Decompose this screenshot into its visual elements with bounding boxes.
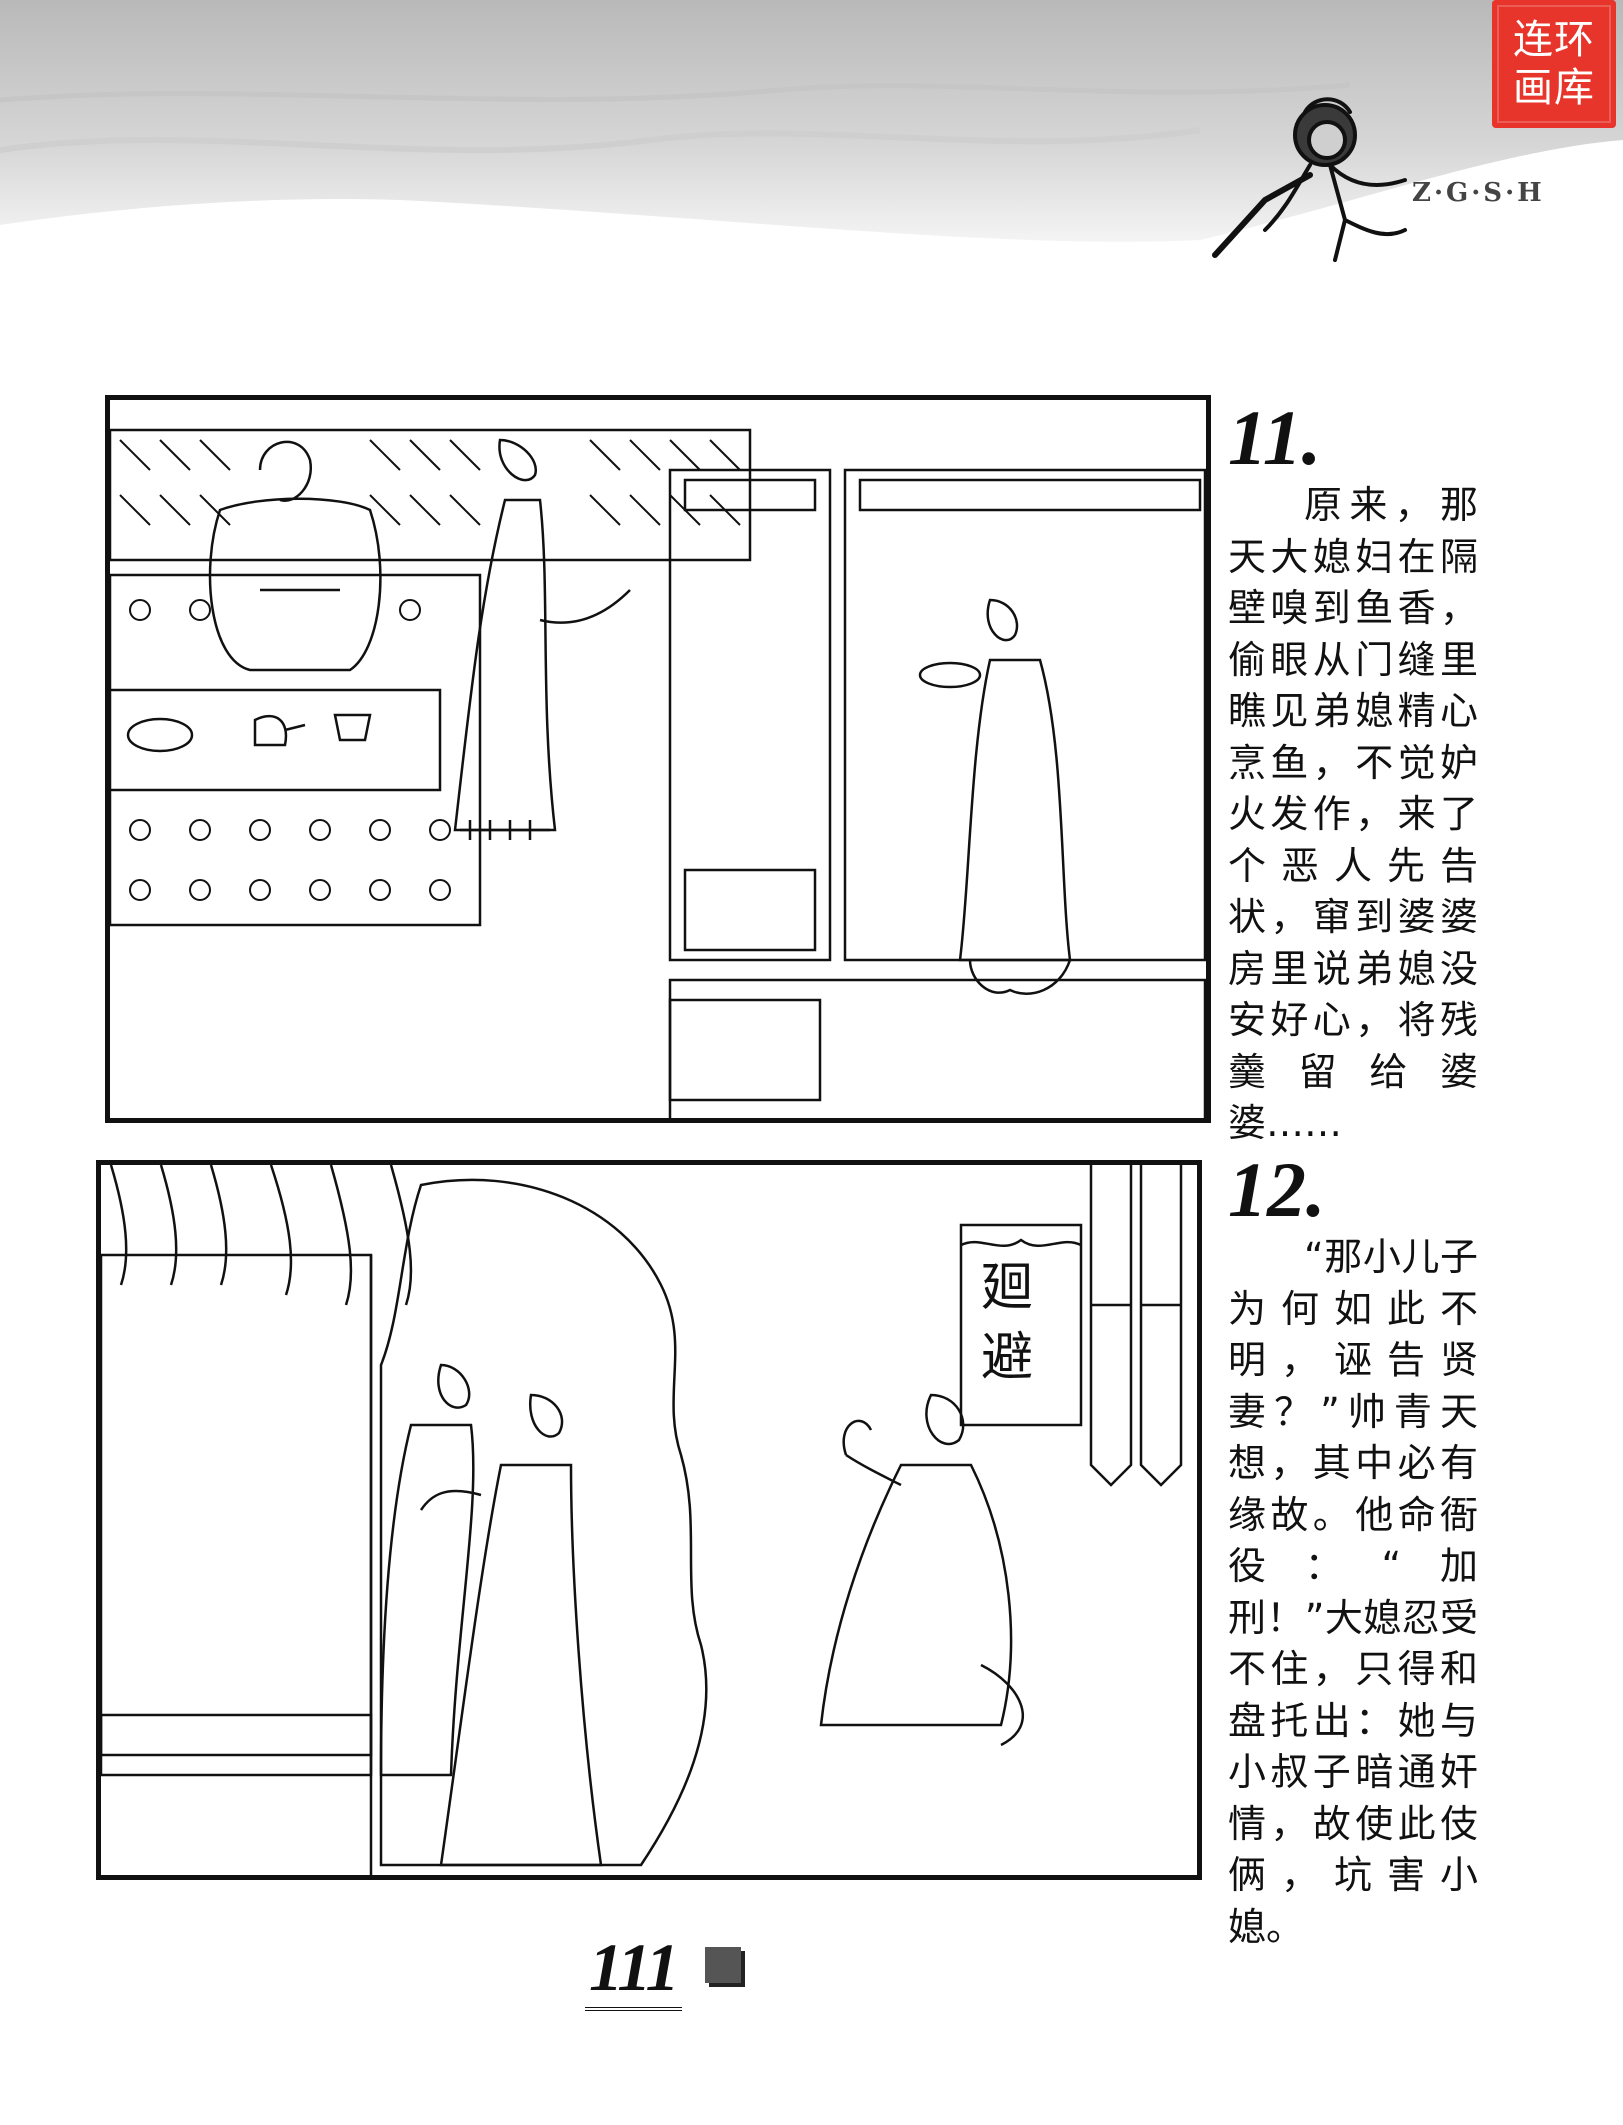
seal-line-1: 连环 <box>1513 17 1595 63</box>
illustration-panel-12: 廻 避 <box>96 1160 1202 1880</box>
page-number-square-icon <box>705 1947 741 1983</box>
page-number: 111 <box>585 1928 682 2011</box>
publisher-seal: 连环 画库 <box>1492 0 1616 128</box>
header-band <box>0 0 1623 260</box>
caption-number-12: 12. <box>1228 1146 1326 1233</box>
caption-12: 12. “那小儿子为何如此不明，诬告贤妻？”帅青天想，其中必有缘故。他命衙役：“… <box>1228 1150 1478 1953</box>
monkey-king-emblem <box>1205 80 1415 265</box>
sign-char-1: 廻 <box>981 1258 1033 1318</box>
series-code: Z·G·S·H <box>1412 178 1545 208</box>
seal-line-2: 画库 <box>1513 65 1595 111</box>
caption-text-12: “那小儿子为何如此不明，诬告贤妻？”帅青天想，其中必有缘故。他命衙役：“加刑！”… <box>1228 1235 1478 1949</box>
caption-text-11: 原来，那天大媳妇在隔壁嗅到鱼香，偷眼从门缝里瞧见弟媳精心烹鱼，不觉妒火发作，来了… <box>1228 483 1478 1145</box>
sign-char-2: 避 <box>981 1328 1033 1388</box>
caption-number-11: 11. <box>1228 394 1322 481</box>
illustration-panel-11 <box>105 395 1211 1123</box>
caption-11: 11. 原来，那天大媳妇在隔壁嗅到鱼香，偷眼从门缝里瞧见弟媳精心烹鱼，不觉妒火发… <box>1228 398 1478 1150</box>
